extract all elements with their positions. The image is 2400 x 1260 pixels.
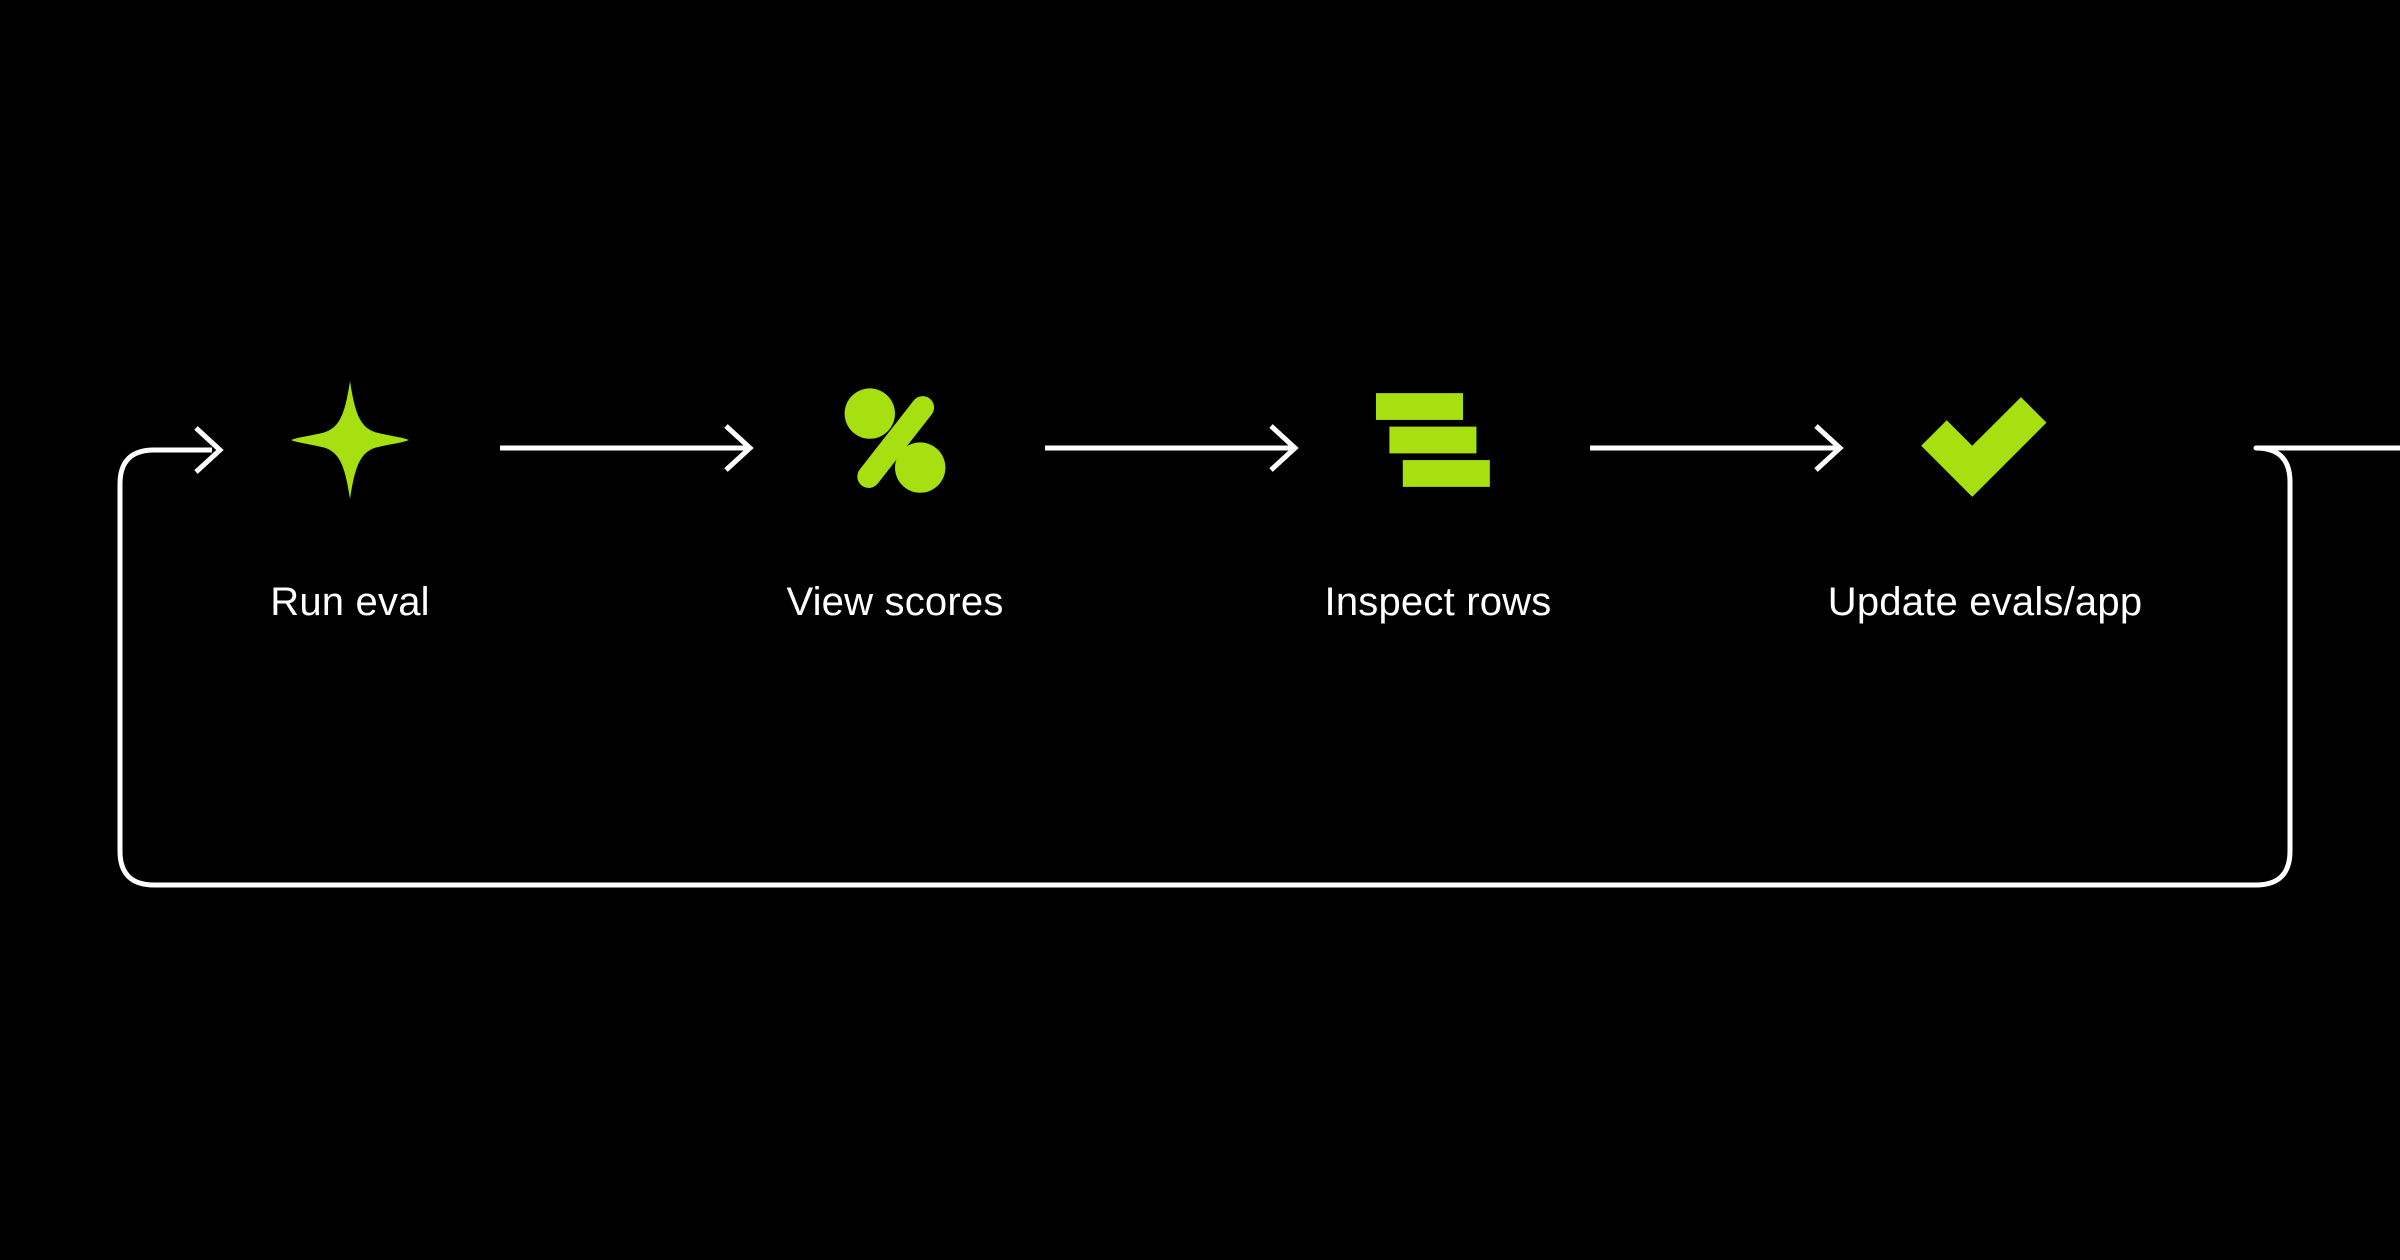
sparkle-icon bbox=[265, 360, 435, 520]
step-run-eval[interactable]: Run eval bbox=[190, 360, 510, 622]
arrow-inspect-rows-to-update-evals bbox=[1590, 424, 1844, 472]
rows-icon bbox=[1353, 360, 1523, 520]
step-view-scores[interactable]: View scores bbox=[735, 360, 1055, 622]
step-label-update-evals-app: Update evals/app bbox=[1827, 580, 2143, 624]
step-update-evals-app[interactable]: Update evals/app bbox=[1825, 360, 2145, 622]
step-label-view-scores: View scores bbox=[786, 580, 1004, 624]
check-mark-icon bbox=[1900, 360, 2070, 520]
percent-icon bbox=[810, 360, 980, 520]
arrow-view-scores-to-inspect-rows bbox=[1045, 424, 1299, 472]
arrow-run-eval-to-view-scores bbox=[500, 424, 754, 472]
step-label-inspect-rows: Inspect rows bbox=[1324, 580, 1552, 624]
step-inspect-rows[interactable]: Inspect rows bbox=[1278, 360, 1598, 622]
step-label-run-eval: Run eval bbox=[270, 580, 430, 624]
